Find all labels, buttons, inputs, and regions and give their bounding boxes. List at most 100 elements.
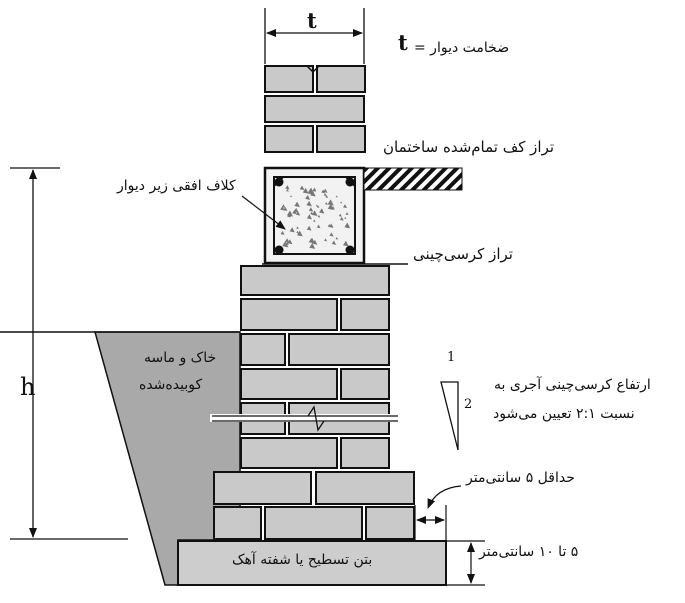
brick: [240, 333, 286, 366]
aggregate-speck: [335, 195, 338, 198]
tie-beam: [263, 166, 366, 265]
aggregate-speck: [345, 212, 349, 216]
aggregate-speck: [290, 195, 293, 198]
plinth-height-label-line1: ارتفاع کرسی‌چینی آجری به: [494, 377, 651, 393]
brick: [240, 298, 338, 331]
aggregate-speck: [287, 239, 293, 245]
brick: [240, 437, 338, 469]
aggregate-speck: [311, 210, 318, 217]
aggregate-speck: [289, 227, 295, 233]
aggregate-speck: [282, 241, 289, 248]
aggregate-speck: [343, 240, 349, 247]
aggregate-speck: [329, 232, 334, 237]
slope-triangle: [440, 381, 459, 451]
brick: [264, 125, 314, 153]
brick: [340, 437, 390, 469]
footing-thickness-dimension: [446, 540, 485, 586]
aggregate-speck: [302, 187, 309, 194]
aggregate-speck: [346, 225, 349, 229]
aggregate-speck: [294, 201, 300, 208]
brick: [264, 95, 365, 123]
fill-label-line2: کوبیده‌شده: [139, 377, 203, 393]
break-line: [210, 405, 400, 432]
aggregate-speck: [280, 230, 285, 235]
tie-beam-label: کلاف افقی زیر دیوار: [117, 178, 236, 194]
footing-label: بتن تسطیح یا شفته آهک: [232, 552, 373, 568]
aggregate-speck: [319, 208, 325, 214]
aggregate-speck: [306, 200, 312, 207]
aggregate-speck: [339, 216, 344, 221]
fill-label-line1: خاک و ماسه: [144, 350, 217, 366]
brick: [213, 506, 262, 540]
brick: [264, 506, 363, 540]
aggregate-speck: [316, 224, 321, 229]
aggregate-speck: [285, 185, 290, 190]
floor-hatch: [363, 167, 463, 191]
aggregate-speck: [331, 240, 337, 245]
aggregate-speck: [324, 238, 328, 242]
footing-slab: [177, 540, 447, 586]
joint-notch: [306, 65, 320, 74]
brick: [365, 506, 415, 540]
aggregate-speck: [308, 207, 314, 212]
aggregate-speck: [286, 188, 289, 192]
aggregate-speck: [280, 206, 285, 211]
brick: [264, 65, 314, 93]
aggregate-speck: [325, 195, 329, 198]
aggregate-speck: [295, 211, 301, 216]
aggregate-speck: [306, 225, 312, 231]
aggregate-speck: [305, 194, 311, 200]
aggregate-speck: [310, 191, 316, 197]
slope-one: 1: [447, 350, 456, 365]
aggregate-speck: [287, 213, 292, 218]
aggregate-speck: [324, 202, 328, 205]
aggregate-speck: [313, 219, 316, 223]
aggregate-speck: [327, 203, 334, 210]
aggregate-speck: [312, 188, 317, 192]
aggregate-speck: [343, 204, 348, 209]
plinth-level-label: تراز کرسی‌چینی: [413, 245, 513, 263]
brick: [240, 368, 338, 400]
aggregate-speck: [296, 230, 303, 237]
brick: [288, 333, 390, 366]
aggregate-speck: [316, 205, 320, 208]
aggregate-speck: [312, 239, 318, 245]
aggregate-speck: [315, 204, 318, 207]
aggregate-speck: [317, 214, 321, 218]
height-symbol: h: [20, 373, 36, 401]
aggregate-speck: [306, 214, 312, 220]
aggregate-speck: [323, 192, 327, 196]
aggregate-speck: [285, 241, 289, 245]
aggregate-speck: [338, 213, 342, 217]
brick: [213, 471, 312, 505]
aggregate-speck: [310, 211, 314, 215]
brick-courses: [213, 65, 415, 540]
brick: [240, 265, 390, 296]
finished-floor-label: تراز کف تمام‌شده ساختمان: [383, 138, 555, 156]
brick: [316, 125, 366, 153]
aggregate-speck: [340, 201, 343, 204]
height-dimension: [10, 167, 128, 540]
aggregate-speck: [283, 206, 288, 211]
brick: [340, 298, 390, 331]
aggregate-speck: [344, 222, 351, 229]
thickness-symbol: t: [307, 8, 317, 33]
offset-dimension: [414, 485, 462, 540]
slope-two: 2: [464, 397, 473, 412]
thickness-equation-symbol: t: [398, 30, 408, 55]
aggregate-speck: [327, 224, 331, 228]
tie-beam-leader: [241, 195, 286, 230]
aggregate-speck: [293, 207, 299, 213]
aggregate-speck: [309, 243, 316, 249]
aggregate-speck: [284, 238, 290, 243]
plinth-height-label-line2: نسبت ۲:۱ تعیین می‌شود: [493, 406, 635, 422]
aggregate-speck: [321, 189, 326, 194]
aggregate-speck: [299, 185, 305, 191]
brick: [316, 65, 366, 93]
aggregate-speck: [344, 216, 347, 219]
min-offset-label: حداقل ۵ سانتی‌متر: [466, 470, 575, 486]
brick: [315, 471, 415, 505]
aggregate-speck: [296, 226, 299, 230]
aggregate-speck: [335, 236, 339, 240]
